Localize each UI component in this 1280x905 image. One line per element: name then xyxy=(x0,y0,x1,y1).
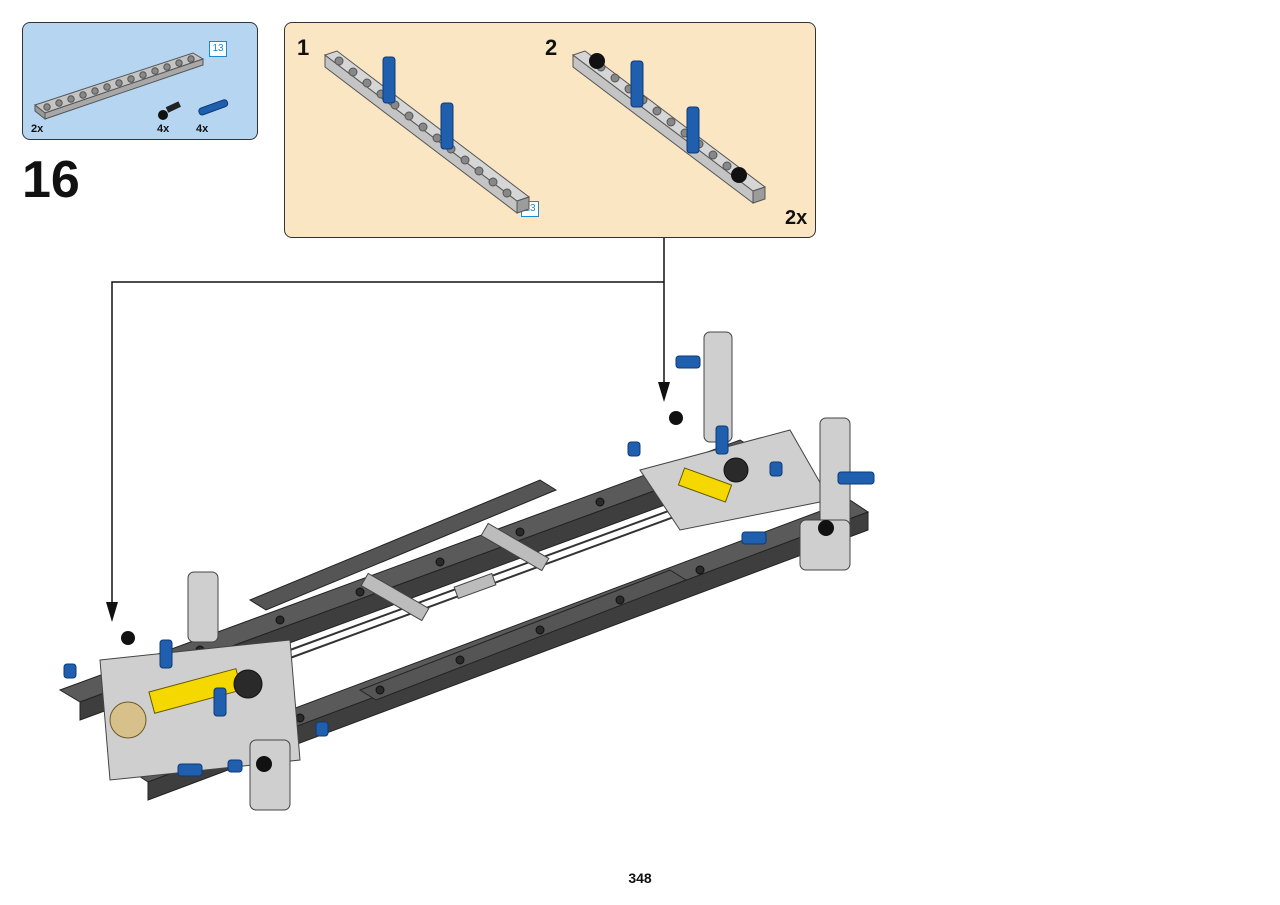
blue-pin-part xyxy=(198,99,229,116)
arrow-line-left xyxy=(111,281,664,612)
liftarm-13-part xyxy=(33,52,205,121)
blue-pins xyxy=(63,355,875,777)
sub-step-2-multiplier: 2x xyxy=(785,207,808,229)
sub-step-2-beam xyxy=(571,50,767,205)
qty-liftarm: 2x xyxy=(31,123,44,135)
page-number: 348 xyxy=(628,870,652,886)
qty-black-pin: 4x xyxy=(157,123,170,135)
parts-list-panel: 13 2x 4x 4x xyxy=(22,22,258,140)
length-badge: 13 xyxy=(209,41,227,57)
sub-step-1-number: 1 xyxy=(297,35,310,60)
axle-connectors xyxy=(360,522,550,622)
sub-assembly-panel: 1 2 13 2x xyxy=(284,22,816,238)
front-frame xyxy=(99,571,301,811)
rear-frame xyxy=(639,331,851,571)
dark-beam-inner xyxy=(248,479,688,701)
sub-assembly-illustration xyxy=(323,50,767,215)
sub-step-1-beam xyxy=(323,50,531,215)
arrow-head-left xyxy=(106,602,118,622)
parts-list-illustration xyxy=(33,52,229,121)
qty-blue-pin: 4x xyxy=(196,123,209,135)
arrow-head-right xyxy=(658,382,670,402)
sub-step-2-number: 2 xyxy=(545,35,558,60)
black-pins xyxy=(121,411,834,772)
step-number: 16 xyxy=(22,151,80,209)
black-pin-part xyxy=(158,101,181,120)
